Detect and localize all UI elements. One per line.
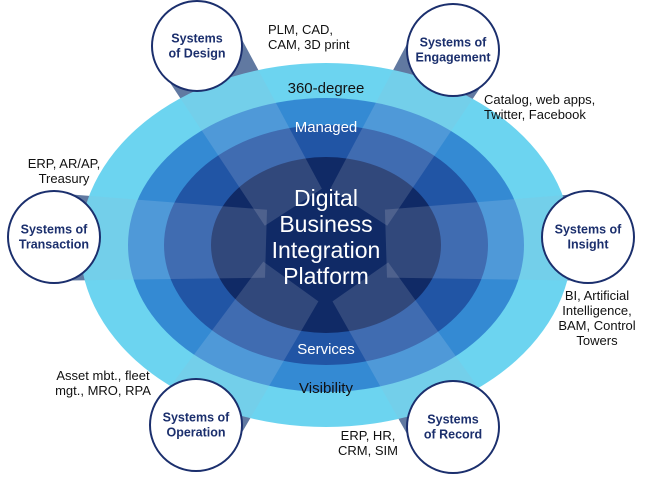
description-line: mgt., MRO, RPA xyxy=(55,383,151,398)
ring-label-managed: Managed xyxy=(295,119,358,136)
center-line-4: Platform xyxy=(283,263,369,289)
description-transaction: ERP, AR/AP,Treasury xyxy=(28,156,101,186)
node-title-line: Systems xyxy=(171,32,222,46)
node-title-line: Engagement xyxy=(415,51,491,65)
description-design: PLM, CAD,CAM, 3D print xyxy=(268,22,350,52)
beam-overlay-insight xyxy=(384,193,590,281)
center-line-2: Business xyxy=(279,211,372,237)
node-title-line: Insight xyxy=(568,238,610,252)
node-circle xyxy=(7,190,101,284)
node-title-line: Transaction xyxy=(19,238,89,252)
description-line: CRM, SIM xyxy=(338,443,398,458)
description-line: Intelligence, xyxy=(562,303,631,318)
center-line-1: Digital xyxy=(294,185,358,211)
platform-rings xyxy=(80,63,572,427)
node-circle xyxy=(149,378,243,472)
description-line: CAM, 3D print xyxy=(268,37,350,52)
node-circle xyxy=(541,190,635,284)
description-line: PLM, CAD, xyxy=(268,22,333,37)
node-circle xyxy=(406,380,500,474)
node-title-line: of Record xyxy=(424,428,482,442)
description-record: ERP, HR,CRM, SIM xyxy=(338,428,398,458)
description-line: ERP, HR, xyxy=(341,428,396,443)
center-title: Digital Business Integration Platform xyxy=(272,185,381,289)
node-circle xyxy=(406,3,500,97)
node-title-line: Systems of xyxy=(420,36,488,50)
ring-label-visibility: Visibility xyxy=(299,380,353,397)
ring-label-360-degree: 360-degree xyxy=(288,80,365,97)
node-circle xyxy=(151,0,243,92)
node-title-line: of Design xyxy=(169,47,226,61)
description-line: BAM, Control xyxy=(558,318,635,333)
description-line: Twitter, Facebook xyxy=(484,107,586,122)
node-title-line: Operation xyxy=(166,426,225,440)
ring-label-services: Services xyxy=(297,341,355,358)
node-title-line: Systems xyxy=(427,413,478,427)
beam-overlay-transaction xyxy=(52,193,268,281)
description-line: ERP, AR/AP, xyxy=(28,156,101,171)
node-title-line: Systems of xyxy=(163,411,231,425)
description-line: BI, Artificial xyxy=(565,288,629,303)
description-line: Towers xyxy=(576,333,618,348)
node-title-line: Systems of xyxy=(21,223,89,237)
center-line-3: Integration xyxy=(272,237,381,263)
core-circle xyxy=(211,157,441,333)
description-engagement: Catalog, web apps,Twitter, Facebook xyxy=(484,92,595,122)
description-line: Asset mbt., fleet xyxy=(56,368,150,383)
node-title-line: Systems of xyxy=(555,223,623,237)
description-line: Catalog, web apps, xyxy=(484,92,595,107)
description-line: Treasury xyxy=(39,171,90,186)
